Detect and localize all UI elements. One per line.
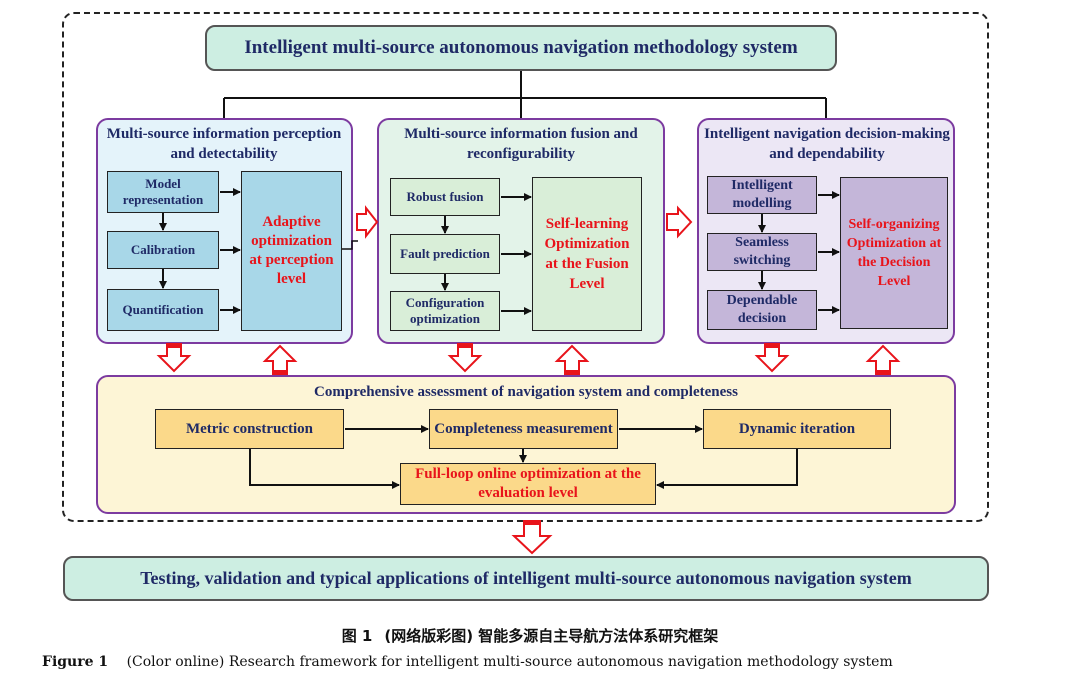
caption-en: Figure 1 (Color online) Research framewo… [42, 654, 1042, 676]
assessment-title: Comprehensive assessment of navigation s… [314, 383, 738, 400]
dynamic-iteration-box: Dynamic iteration [703, 409, 891, 449]
caption-en-label: Figure 1 [42, 654, 109, 670]
red-bar-testing [523, 520, 541, 525]
configuration-optimization-box: Configuration optimization [390, 291, 500, 331]
dependable-decision-box: Dependable decision [707, 290, 817, 330]
hollow-arrow-fusion-to-decision [666, 205, 693, 239]
caption-cn: 图 1 (网络版彩图) 智能多源自主导航方法体系研究框架 [100, 624, 960, 646]
robust-fusion-box: Robust fusion [390, 178, 500, 216]
top-title: Intelligent multi-source autonomous navi… [244, 37, 798, 58]
panel3-title: Intelligent navigation decision-making a… [704, 126, 950, 162]
adaptive-optimization-box: Adaptive optimization at perception leve… [241, 171, 342, 331]
arrow-metric-to-fullloop [249, 449, 400, 489]
red-bar-decision-up [875, 370, 891, 375]
hollow-down-arrow-perception [156, 344, 192, 373]
hollow-up-arrow-fusion [554, 344, 590, 373]
hollow-up-arrow-decision [865, 344, 901, 373]
red-bar-perception-down [166, 343, 182, 348]
self-organizing-optimization-box: Self-organizing Optimization at the Deci… [840, 177, 948, 329]
top-title-box: Intelligent multi-source autonomous navi… [205, 25, 837, 71]
hollow-arrow-perception-to-fusion [356, 205, 379, 239]
model-representation-box: Model representation [107, 171, 219, 213]
caption-en-text: (Color online) Research framework for in… [126, 654, 893, 670]
bottom-title: Testing, validation and typical applicat… [140, 568, 912, 588]
bottom-title-box: Testing, validation and typical applicat… [63, 556, 989, 601]
full-loop-optimization-box: Full-loop online optimization at the eva… [400, 463, 656, 505]
quantification-box: Quantification [107, 289, 219, 331]
hollow-up-arrow-perception [262, 344, 298, 373]
hollow-down-arrow-fusion [447, 344, 483, 373]
caption-cn-label: 图 1 [341, 626, 373, 645]
red-bar-fusion-down [457, 343, 473, 348]
red-bar-fusion-up [564, 370, 580, 375]
caption-cn-text: (网络版彩图) 智能多源自主导航方法体系研究框架 [384, 626, 719, 645]
panel1-title: Multi-source information perception and … [106, 126, 342, 162]
top-tree-connector [223, 71, 827, 118]
calibration-box: Calibration [107, 231, 219, 269]
seamless-switching-box: Seamless switching [707, 233, 817, 271]
completeness-measurement-box: Completeness measurement [429, 409, 618, 449]
self-learning-optimization-box: Self-learning Optimization at the Fusion… [532, 177, 642, 331]
fault-prediction-box: Fault prediction [390, 234, 500, 274]
panel2-title: Multi-source information fusion and reco… [404, 126, 638, 162]
adaptive-to-fusion-connector [342, 240, 358, 250]
intelligent-modelling-box: Intelligent modelling [707, 176, 817, 214]
hollow-down-arrow-decision [754, 344, 790, 373]
arrow-dynamic-to-fullloop [656, 449, 798, 489]
metric-construction-box: Metric construction [155, 409, 344, 449]
red-bar-perception-up [272, 370, 288, 375]
red-bar-decision-down [764, 343, 780, 348]
hollow-down-arrow-to-testing [511, 521, 553, 555]
